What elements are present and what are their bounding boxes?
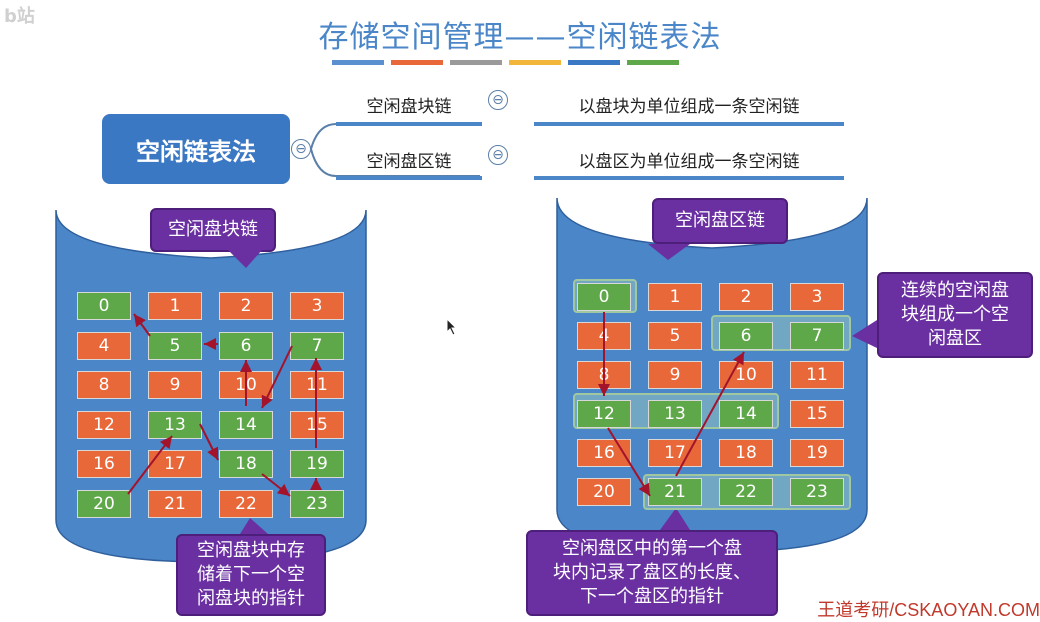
free-block: 7: [790, 322, 844, 350]
used-block: 17: [648, 439, 702, 467]
used-block: 18: [719, 439, 773, 467]
title-color-segment: [509, 60, 561, 65]
used-block: 1: [648, 283, 702, 311]
used-block: 21: [148, 489, 202, 518]
branch-desc-block-chain: 以盘块为单位组成一条空闲链: [578, 97, 800, 117]
callout-line: 储着下一个空: [197, 564, 305, 585]
title-color-segment: [568, 60, 620, 65]
free-block: 12: [577, 400, 631, 428]
used-block: 16: [577, 439, 631, 467]
free-block: 14: [719, 400, 773, 428]
mindmap-root-node[interactable]: 空闲链表法: [102, 114, 290, 184]
branch-collapse-icon[interactable]: ⊖: [488, 145, 508, 165]
watermark: b站: [4, 6, 35, 27]
free-block: 22: [719, 478, 773, 506]
branch-desc-extent-chain: 以盘区为单位组成一条空闲链: [578, 152, 800, 172]
free-block: 6: [719, 322, 773, 350]
used-block: 5: [648, 322, 702, 350]
branch-underline: [534, 122, 844, 126]
branch-underline: [336, 122, 482, 126]
used-block: 1: [148, 292, 202, 320]
free-block: 7: [290, 331, 344, 360]
free-block: 5: [148, 331, 202, 360]
free-block: 0: [577, 283, 631, 311]
used-block: 20: [577, 478, 631, 506]
used-block: 2: [719, 283, 773, 311]
branch-underline: [534, 176, 844, 180]
callout-line: 块内记录了盘区的长度、: [553, 562, 751, 583]
free-block: 13: [648, 400, 702, 428]
used-block: 10: [719, 361, 773, 389]
used-block: 3: [290, 292, 344, 320]
used-block: 12: [77, 410, 131, 439]
free-block: 0: [77, 292, 131, 320]
callout-line: 连续的空闲盘: [901, 280, 1009, 301]
callout-line: 闲盘块的指针: [197, 588, 305, 609]
used-block: 9: [648, 361, 702, 389]
free-block: 6: [219, 331, 273, 360]
free-block: 23: [290, 489, 344, 518]
title-color-segment: [627, 60, 679, 65]
branch-label-extent-chain: 空闲盘区链: [366, 152, 452, 172]
callout-line: 下一个盘区的指针: [580, 586, 724, 607]
title-color-segment: [391, 60, 443, 65]
callout-line: 块组成一个空: [901, 304, 1009, 325]
free-block: 23: [790, 478, 844, 506]
mouse-cursor-icon: [446, 318, 458, 336]
root-collapse-icon[interactable]: ⊖: [291, 139, 311, 159]
free-block: 20: [77, 489, 131, 518]
callout-line: 空闲盘区中的第一个盘: [562, 538, 742, 559]
used-block: 19: [790, 439, 844, 467]
footer-brand: 王道考研/CSKAOYAN.COM: [817, 600, 1040, 620]
free-block: 19: [290, 450, 344, 478]
callout-line: 闲盘区: [928, 328, 982, 349]
used-block: 4: [77, 331, 131, 360]
title-color-segment: [450, 60, 502, 65]
used-block: 9: [148, 371, 202, 399]
used-block: 3: [790, 283, 844, 311]
free-block: 14: [219, 410, 273, 439]
free-block: 18: [219, 450, 273, 478]
used-block: 8: [77, 371, 131, 399]
used-block: 15: [790, 400, 844, 428]
extent-definition-callout: 连续的空闲盘 块组成一个空 闲盘区: [877, 272, 1033, 358]
free-block: 21: [648, 478, 702, 506]
extent-pointer-callout: 空闲盘区中的第一个盘 块内记录了盘区的长度、 下一个盘区的指针: [526, 530, 778, 616]
used-block: 22: [219, 489, 273, 518]
callout-line: 空闲盘块中存: [197, 540, 305, 561]
left-panel-title: 空闲盘块链: [150, 208, 276, 252]
used-block: 2: [219, 292, 273, 320]
block-pointer-callout: 空闲盘块中存 储着下一个空 闲盘块的指针: [176, 534, 326, 616]
used-block: 11: [790, 361, 844, 389]
branch-label-block-chain: 空闲盘块链: [366, 97, 452, 117]
branch-underline: [336, 176, 482, 180]
used-block: 16: [77, 450, 131, 478]
free-block: 13: [148, 410, 202, 439]
page-title: 存储空间管理——空闲链表法: [318, 20, 722, 55]
title-color-segment: [332, 60, 384, 65]
branch-collapse-icon[interactable]: ⊖: [488, 90, 508, 110]
right-panel-title: 空闲盘区链: [652, 198, 788, 244]
used-block: 11: [290, 371, 344, 399]
